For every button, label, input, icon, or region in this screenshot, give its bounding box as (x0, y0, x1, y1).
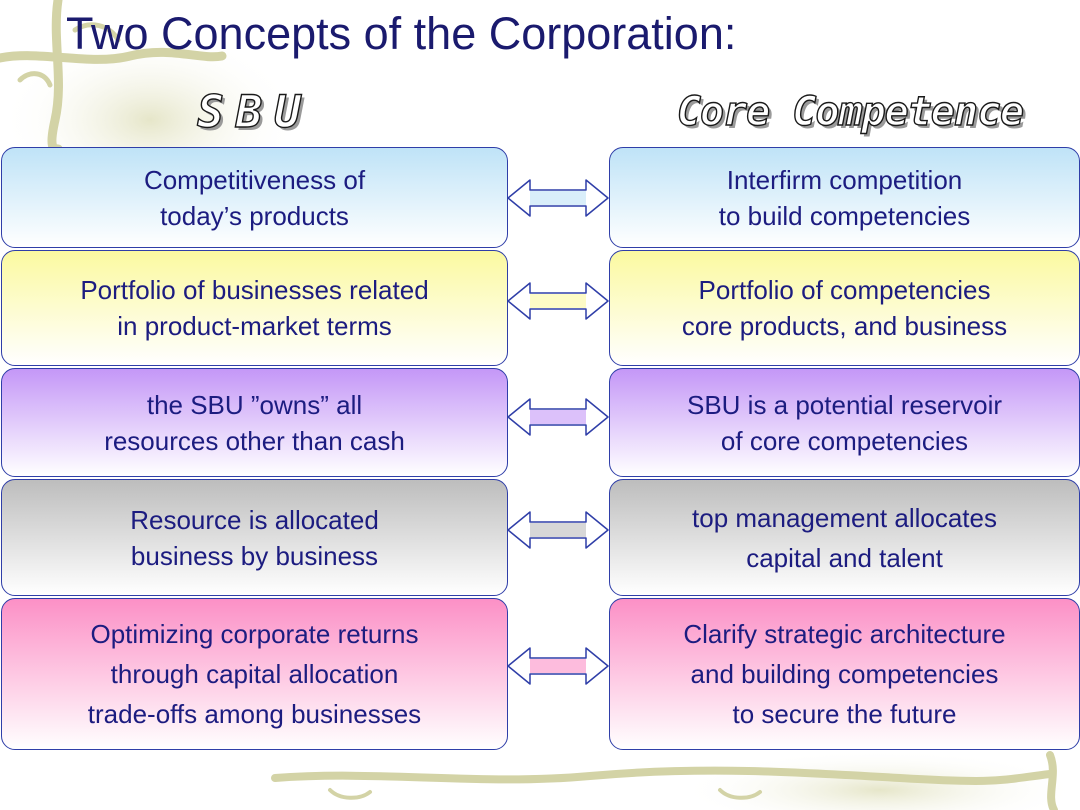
core-competence-heading: Core Competence (676, 88, 1025, 135)
double-headed-arrow-icon (507, 282, 609, 320)
double-headed-arrow-icon (507, 511, 609, 549)
core-box-text: top management allocates capital and tal… (692, 502, 997, 573)
core-box-management: top management allocates capital and tal… (609, 479, 1080, 596)
sbu-box-resources: the SBU ”owns” all resources other than … (1, 368, 508, 477)
double-headed-arrow-icon (507, 398, 609, 436)
sbu-heading: SBU (197, 86, 313, 138)
core-box-reservoir: SBU is a potential reservoir of core com… (609, 368, 1080, 477)
core-box-text: Portfolio of competencies core products,… (681, 275, 1008, 341)
sbu-box-products: Competitiveness of today’s products (1, 147, 508, 248)
sbu-box-text: Resource is allocated business by busine… (130, 504, 379, 571)
sbu-box-text: Portfolio of businesses related in produ… (80, 275, 429, 341)
core-box-text: Clarify strategic architecture and build… (683, 619, 1006, 729)
core-box-text: Interfirm competition to build competenc… (718, 164, 971, 231)
double-headed-arrow-icon (507, 647, 609, 685)
sbu-box-text: Optimizing corporate returns through cap… (87, 619, 422, 729)
core-box-architecture: Clarify strategic architecture and build… (609, 598, 1080, 750)
core-box-competition: Interfirm competition to build competenc… (609, 147, 1080, 248)
sbu-box-allocation: Resource is allocated business by busine… (1, 479, 508, 596)
sbu-box-portfolio: Portfolio of businesses related in produ… (1, 250, 508, 366)
core-box-text: SBU is a potential reservoir of core com… (686, 389, 1003, 456)
core-box-portfolio: Portfolio of competencies core products,… (609, 250, 1080, 366)
slide-title: Two Concepts of the Corporation: (66, 8, 737, 59)
sbu-box-returns: Optimizing corporate returns through cap… (1, 598, 508, 750)
sbu-box-text: the SBU ”owns” all resources other than … (104, 389, 405, 456)
sbu-box-text: Competitiveness of today’s products (143, 164, 366, 231)
double-headed-arrow-icon (507, 179, 609, 217)
